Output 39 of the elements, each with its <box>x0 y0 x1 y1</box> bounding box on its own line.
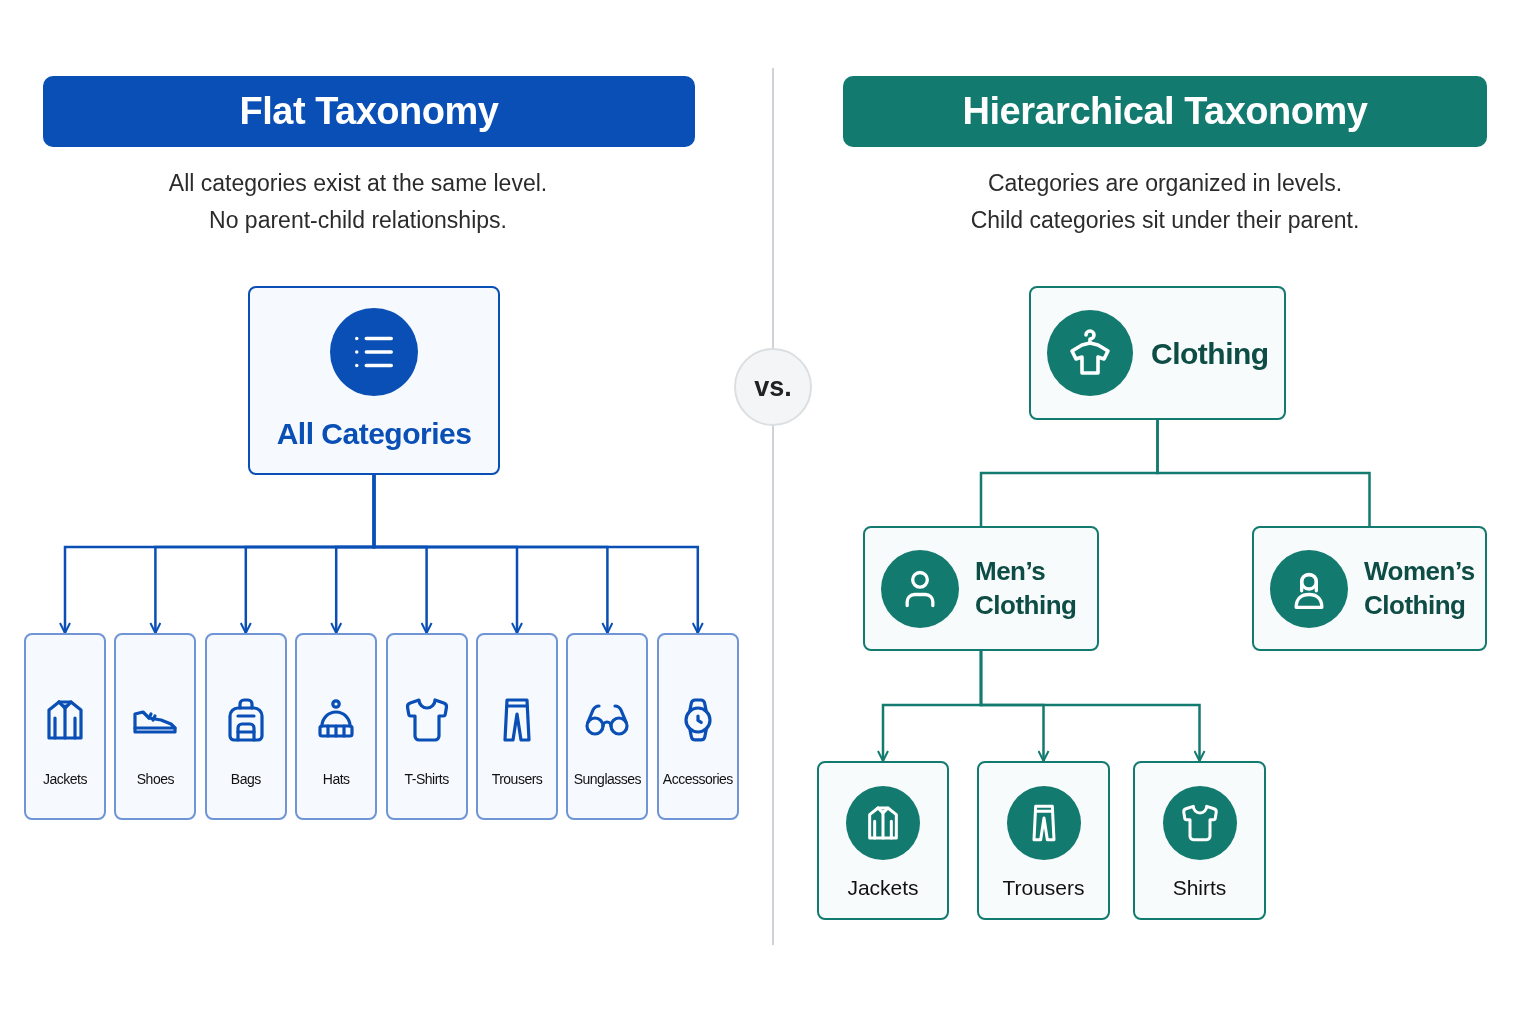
vs-badge: vs. <box>734 348 812 426</box>
category-label: Trousers <box>491 770 543 789</box>
category-card <box>817 761 949 920</box>
category-card <box>24 633 106 820</box>
title-bar: Flat Taxonomy <box>43 76 695 147</box>
category-card <box>1133 761 1266 920</box>
category-card <box>476 633 558 820</box>
category-label: Bags <box>230 770 261 789</box>
category-card <box>204 633 287 820</box>
category-card <box>295 633 378 820</box>
category-label: Shirts <box>1172 874 1227 901</box>
category-label: T-Shirts <box>404 770 449 789</box>
category-card <box>566 633 649 820</box>
category-label: Men’s Clothing <box>975 554 1078 622</box>
category-label: Clothing <box>1151 335 1269 372</box>
description-text: Categories are organized in levels. <box>987 170 1343 197</box>
title-bar: Hierarchical Taxonomy <box>843 76 1487 147</box>
category-card <box>385 633 468 820</box>
description-text: No parent-child relationships. <box>209 207 507 234</box>
category-card <box>863 526 1099 651</box>
category-card <box>656 633 739 820</box>
category-label: Jackets <box>43 770 87 789</box>
category-label: Women’s Clothing <box>1364 554 1476 622</box>
category-label: Jackets <box>847 874 919 901</box>
category-label: Shoes <box>136 770 174 789</box>
category-label: Accessories <box>662 770 733 789</box>
category-label: Hats <box>322 770 350 789</box>
connector-arrow <box>372 475 704 634</box>
description-text: All categories exist at the same level. <box>168 170 548 197</box>
category-label: All Categories <box>276 416 472 452</box>
category-label: Sunglasses <box>573 770 642 789</box>
connector-arrow <box>979 651 1206 762</box>
category-card <box>977 761 1110 920</box>
description-text: Child categories sit under their parent. <box>970 207 1360 234</box>
category-card <box>1029 286 1286 420</box>
category-card <box>114 633 197 820</box>
category-card <box>248 286 500 475</box>
category-card <box>1252 526 1487 651</box>
category-label: Trousers <box>1002 874 1085 901</box>
